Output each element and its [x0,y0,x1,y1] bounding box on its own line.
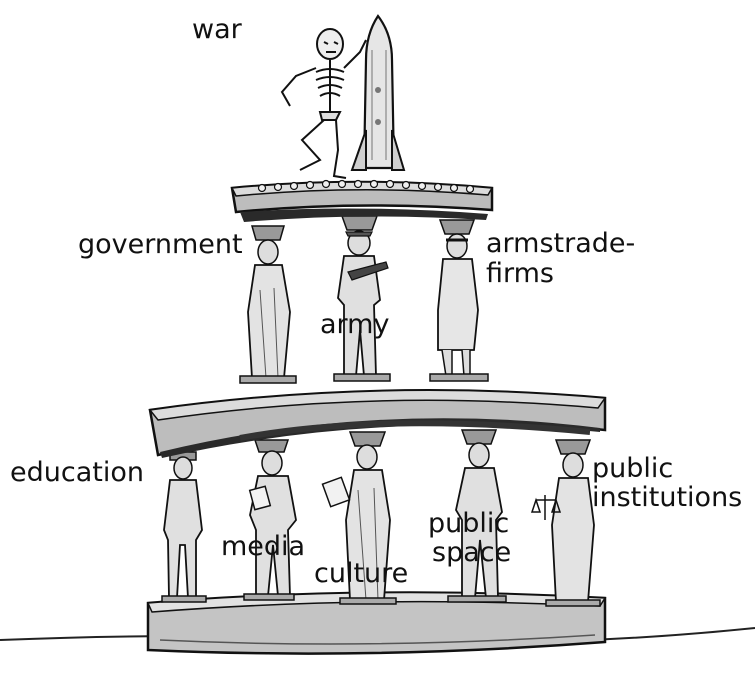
label-armstrade-line2: firms [486,258,555,289]
label-public-space-line2: space [432,537,512,568]
figure-public-space [447,429,507,603]
label-government: government [78,229,243,260]
label-armstrade-line1: armstrade- [486,228,636,259]
figure-culture [321,431,397,605]
label-public-institutions-line2: institutions [592,482,743,513]
figure-public-institutions [530,439,601,607]
middle-slab [148,389,607,458]
figure-media [243,439,297,601]
figure-education [161,451,207,603]
label-public-institutions-line1: public [592,453,674,484]
skeleton [280,28,367,179]
label-media: media [221,531,306,562]
figure-government [239,225,297,384]
top-slab-rivets [257,179,475,194]
label-culture: culture [314,558,409,589]
label-education: education [10,457,144,488]
label-public-space-line1: public [428,508,510,539]
figure-army [333,215,391,382]
figure-armstrade-firms [429,219,489,382]
label-war: war [192,14,242,45]
label-army: army [320,309,390,340]
missile [350,14,406,171]
